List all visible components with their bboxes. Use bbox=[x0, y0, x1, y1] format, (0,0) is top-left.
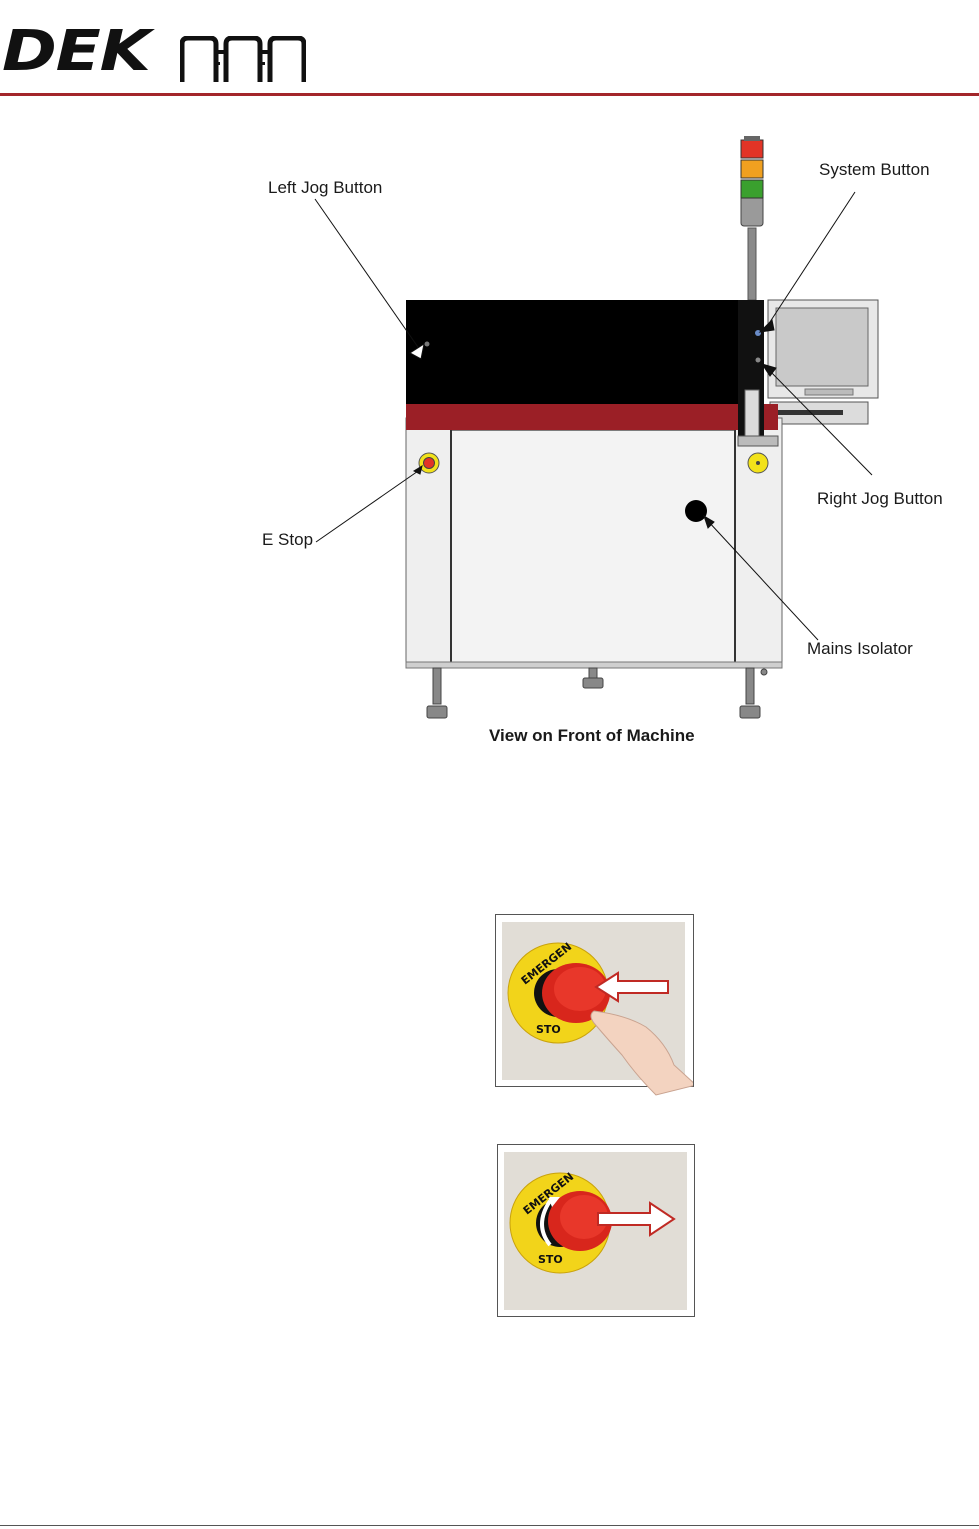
callout-right-jog-button: Right Jog Button bbox=[817, 490, 943, 507]
callout-e-stop: E Stop bbox=[262, 531, 313, 548]
emergency-stop-release-photo: EMERGEN STO bbox=[497, 1144, 695, 1317]
footer-rule bbox=[0, 1525, 979, 1526]
callout-mains-isolator: Mains Isolator bbox=[807, 640, 913, 657]
svg-text:STO: STO bbox=[538, 1253, 563, 1266]
beacon-tower bbox=[741, 136, 763, 300]
mains-isolator-knob bbox=[685, 500, 707, 522]
figure-caption: View on Front of Machine bbox=[489, 726, 695, 746]
machine-feet bbox=[427, 668, 767, 718]
callout-left-jog-button: Left Jog Button bbox=[268, 179, 382, 196]
emergency-stop-press-photo: EMERGEN STO bbox=[495, 914, 694, 1087]
monitor bbox=[768, 300, 878, 424]
svg-text:STO: STO bbox=[536, 1023, 561, 1036]
e-stop-right bbox=[748, 453, 768, 473]
e-stop-left bbox=[419, 453, 439, 473]
callout-system-button: System Button bbox=[819, 161, 930, 178]
machine-body bbox=[406, 300, 782, 668]
